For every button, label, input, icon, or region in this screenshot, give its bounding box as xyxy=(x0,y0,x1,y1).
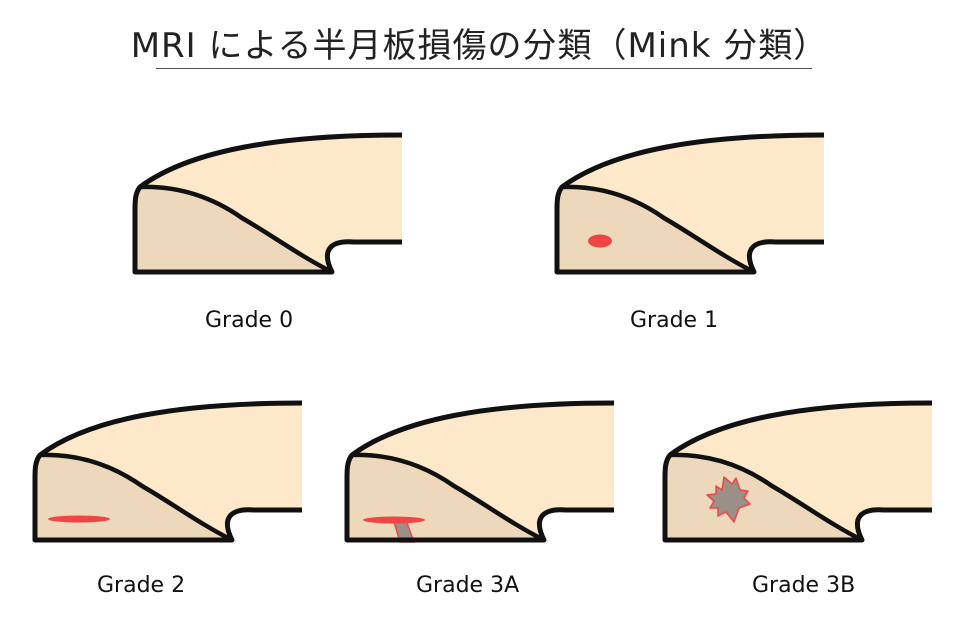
meniscus-outline xyxy=(132,132,403,275)
inner-contour-line xyxy=(561,184,756,275)
meniscus-outline xyxy=(344,400,615,543)
grade-3b-label: Grade 3B xyxy=(752,573,856,598)
meniscus-inner-zone xyxy=(557,186,754,272)
linear-signal-lesion xyxy=(48,515,110,523)
linear-signal-lesion xyxy=(363,516,425,524)
meniscus-grade-0 xyxy=(132,132,403,275)
meniscus-inner-zone xyxy=(665,454,862,540)
meniscus-inner-zone xyxy=(135,186,332,272)
meniscus-grade-2 xyxy=(32,400,303,543)
inner-contour-line xyxy=(351,452,546,543)
page-title: MRI による半月板損傷の分類（Mink 分類） xyxy=(130,26,829,66)
meniscus-outline xyxy=(662,400,933,543)
meniscus-grade-1 xyxy=(554,132,825,275)
grade-1-label: Grade 1 xyxy=(630,308,719,333)
globular-signal-lesion xyxy=(588,234,612,248)
meniscus-outline xyxy=(32,400,303,543)
meniscus-grade-3b xyxy=(662,400,933,543)
irregular-tear-lesion xyxy=(706,476,751,523)
grade-0-label: Grade 0 xyxy=(205,308,294,333)
inner-contour-line xyxy=(139,184,334,275)
grade-2-label: Grade 2 xyxy=(97,573,186,598)
meniscus-grade-3a xyxy=(344,400,615,543)
meniscus-outline xyxy=(554,132,825,275)
title-divider xyxy=(156,68,812,69)
inner-contour-line xyxy=(669,452,864,543)
grade-3a-label: Grade 3A xyxy=(416,573,520,598)
inner-contour-line xyxy=(39,452,234,543)
